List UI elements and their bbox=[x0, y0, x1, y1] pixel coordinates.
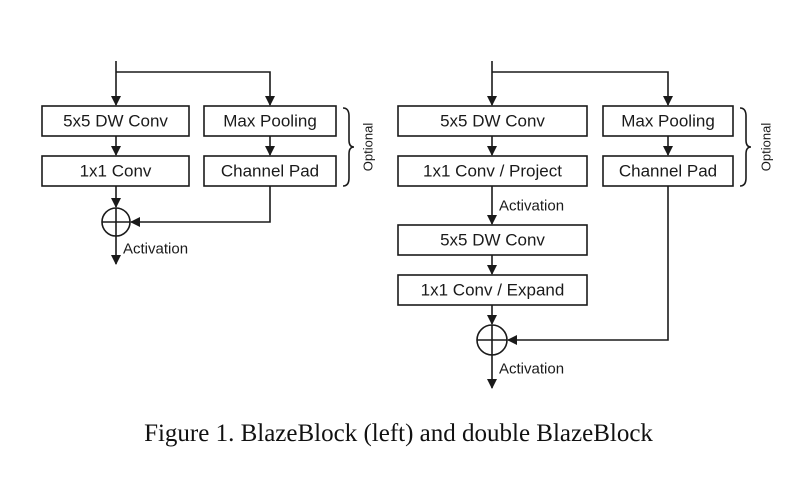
node-label: 5x5 DW Conv bbox=[63, 112, 168, 131]
node-channel-pad: Channel Pad bbox=[203, 155, 337, 187]
optional-brace-icon bbox=[739, 107, 752, 187]
node-label: 5x5 DW Conv bbox=[440, 231, 545, 250]
node-label: Channel Pad bbox=[221, 162, 319, 181]
node-label: Max Pooling bbox=[621, 112, 715, 131]
double-blazeblock-right: 5x5 DW Conv 1x1 Conv / Project Activatio… bbox=[397, 61, 774, 389]
node-label: 1x1 Conv / Project bbox=[423, 162, 562, 181]
skip-split-arrow bbox=[492, 71, 673, 106]
node-max-pooling: Max Pooling bbox=[203, 105, 337, 137]
add-node-icon bbox=[476, 324, 508, 356]
blazeblock-left: 5x5 DW Conv 1x1 Conv Max Pooling Channel… bbox=[41, 61, 376, 265]
node-label: Channel Pad bbox=[619, 162, 717, 181]
add-node-icon bbox=[101, 207, 131, 237]
node-label: Max Pooling bbox=[223, 112, 317, 131]
optional-label: Optional bbox=[759, 123, 774, 172]
node-1x1-conv-project: 1x1 Conv / Project bbox=[397, 155, 588, 187]
node-1x1-conv-expand: 1x1 Conv / Expand bbox=[397, 274, 588, 306]
activation-label: Activation bbox=[123, 241, 188, 258]
node-5x5-dw-conv-2: 5x5 DW Conv bbox=[397, 224, 588, 256]
node-label: 1x1 Conv / Expand bbox=[421, 281, 565, 300]
activation-label-mid: Activation bbox=[499, 198, 564, 215]
activation-label: Activation bbox=[499, 361, 564, 378]
optional-brace-icon bbox=[342, 107, 355, 187]
figure-caption: Figure 1. BlazeBlock (left) and double B… bbox=[144, 420, 653, 447]
optional-label: Optional bbox=[361, 123, 376, 172]
node-label: 1x1 Conv bbox=[80, 162, 152, 181]
skip-merge-arrow bbox=[130, 186, 271, 227]
node-5x5-dw-conv: 5x5 DW Conv bbox=[41, 105, 190, 137]
node-channel-pad: Channel Pad bbox=[602, 155, 734, 187]
skip-merge-arrow bbox=[507, 186, 669, 345]
node-5x5-dw-conv-1: 5x5 DW Conv bbox=[397, 105, 588, 137]
node-1x1-conv: 1x1 Conv bbox=[41, 155, 190, 187]
node-label: 5x5 DW Conv bbox=[440, 112, 545, 131]
skip-split-arrow bbox=[116, 71, 275, 106]
node-max-pooling: Max Pooling bbox=[602, 105, 734, 137]
